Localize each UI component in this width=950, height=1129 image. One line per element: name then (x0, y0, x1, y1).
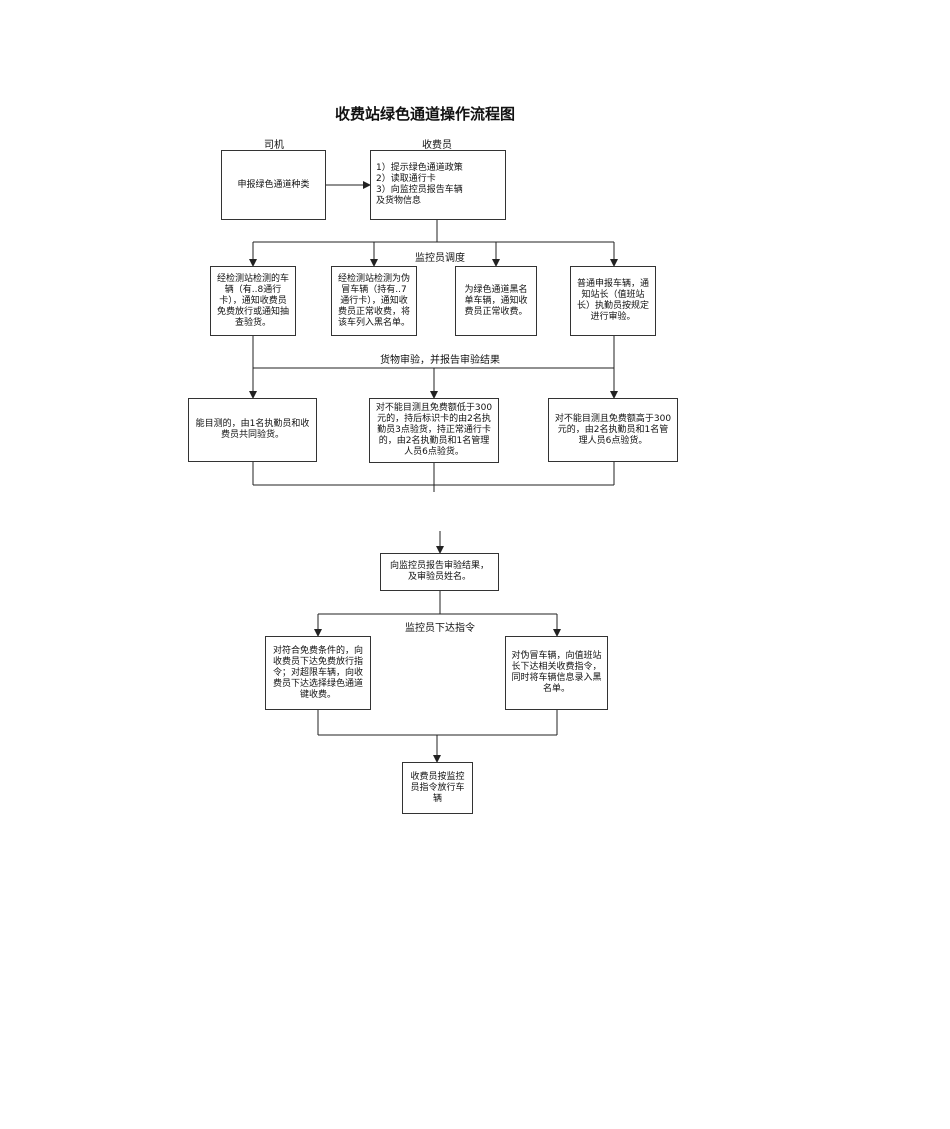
box-instr-a-text: 对符合免费条件的，向收费员下达免费放行指令；对超限车辆，向收费员下达选择绿色通道… (272, 645, 363, 700)
box-branch-c: 为绿色通道黑名单车辆，通知收费员正常收费。 (455, 266, 537, 336)
box-branch-b: 经检测站检测为伪冒车辆（持有..7通行卡），通知收费员正常收费，将该车列入黑名单… (331, 266, 417, 336)
lane-label-driver: 司机 (264, 140, 284, 151)
box-branch-a-text: 经检测站检测的车辆（有..8通行卡），通知收费员免费放行或通知抽查验货。 (216, 273, 289, 328)
box-report: 向监控员报告审验结果，及审验员姓名。 (380, 553, 499, 591)
box-release-text: 收费员按监控员指令放行车辆 (410, 771, 465, 804)
box-driver-declare-text: 申报绿色通道种类 (237, 179, 310, 190)
label-command: 监控员下达指令 (405, 623, 475, 634)
box-inspect-c-text: 对不能目测且免费额高于300元的，由2名执勤员和1名管理人员6点验货。 (554, 413, 672, 446)
box-driver-declare: 申报绿色通道种类 (221, 150, 326, 220)
box-branch-d-text: 普通申报车辆，通知站长（值班站长）执勤员按规定进行审验。 (576, 279, 649, 322)
box-inspect-b: 对不能目测且免费额低于300元的，持后标识卡的由2名执勤员3点验货，持正常通行卡… (369, 398, 499, 463)
page-title: 收费站绿色通道操作流程图 (334, 105, 515, 123)
box-branch-d: 普通申报车辆，通知站长（值班站长）执勤员按规定进行审验。 (570, 266, 656, 336)
box-branch-b-text: 经检测站检测为伪冒车辆（持有..7通行卡），通知收费员正常收费，将该车列入黑名单… (337, 273, 410, 328)
box-instr-b-text: 对伪冒车辆，向值班站长下达相关收费指令，同时将车辆信息录入黑名单。 (511, 651, 602, 694)
box-branch-c-text: 为绿色通道黑名单车辆，通知收费员正常收费。 (464, 284, 528, 317)
label-dispatch: 监控员调度 (415, 253, 465, 264)
box-inspect-b-text: 对不能目测且免费额低于300元的，持后标识卡的由2名执勤员3点验货，持正常通行卡… (375, 403, 493, 457)
box-instr-a: 对符合免费条件的，向收费员下达免费放行指令；对超限车辆，向收费员下达选择绿色通道… (265, 636, 371, 710)
box-release: 收费员按监控员指令放行车辆 (402, 762, 473, 814)
box-inspect-c: 对不能目测且免费额高于300元的，由2名执勤员和1名管理人员6点验货。 (548, 398, 678, 462)
lane-label-collector: 收费员 (422, 140, 452, 151)
box-report-text: 向监控员报告审验结果，及审验员姓名。 (389, 561, 489, 582)
box-instr-b: 对伪冒车辆，向值班站长下达相关收费指令，同时将车辆信息录入黑名单。 (505, 636, 608, 710)
box-collector-steps: 1）提示绿色通道政策 2）读取通行卡 3）向监控员报告车辆 及货物信息 (370, 150, 506, 220)
box-inspect-a-text: 能目测的，由1名执勤员和收费员共同验货。 (195, 419, 310, 440)
box-collector-steps-text: 1）提示绿色通道政策 2）读取通行卡 3）向监控员报告车辆 及货物信息 (376, 163, 463, 206)
label-inspection: 货物审验，并报告审验结果 (380, 355, 500, 366)
box-branch-a: 经检测站检测的车辆（有..8通行卡），通知收费员免费放行或通知抽查验货。 (210, 266, 296, 336)
box-inspect-a: 能目测的，由1名执勤员和收费员共同验货。 (188, 398, 317, 462)
